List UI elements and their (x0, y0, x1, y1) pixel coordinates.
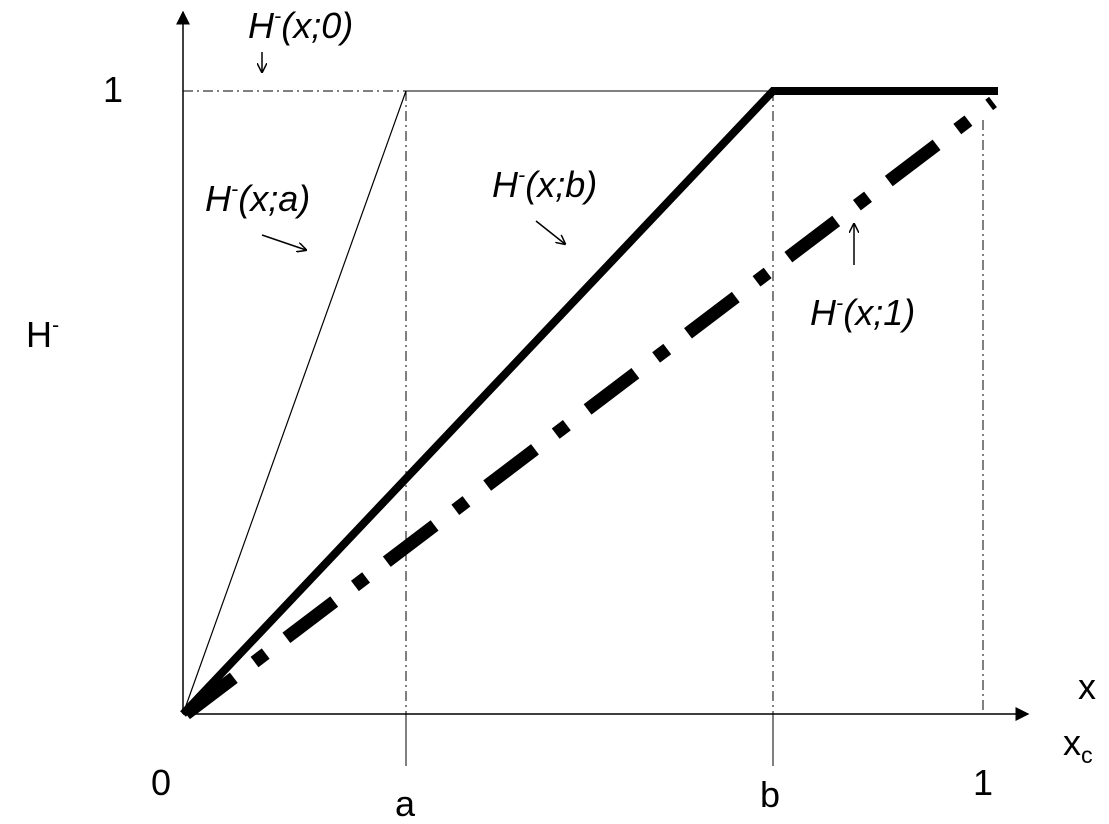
x-axis-label-bottom: xc (1063, 722, 1093, 769)
label-h-x0: H-(x;0) (248, 2, 354, 46)
x-axis-label-top: x (1078, 666, 1096, 707)
guide-lines (183, 90, 984, 766)
h-xa-curve (182, 90, 407, 715)
label-h-xb: H-(x;b) (492, 161, 598, 205)
arrow-h-xb (535, 220, 565, 244)
x-tick-1: 1 (973, 762, 994, 803)
y-tick-1: 1 (103, 69, 124, 110)
x-tick-a: a (395, 783, 416, 824)
x-tick-0: 0 (151, 762, 172, 803)
label-h-xa: H-(x;a) (205, 175, 311, 219)
h-xb-curve (180, 87, 998, 717)
label-h-x1: H-(x;1) (810, 289, 916, 333)
h-x1-curve (182, 96, 997, 720)
arrow-h-xa (261, 234, 306, 250)
y-axis-label: H- (26, 311, 60, 355)
x-tick-b: b (760, 774, 781, 815)
